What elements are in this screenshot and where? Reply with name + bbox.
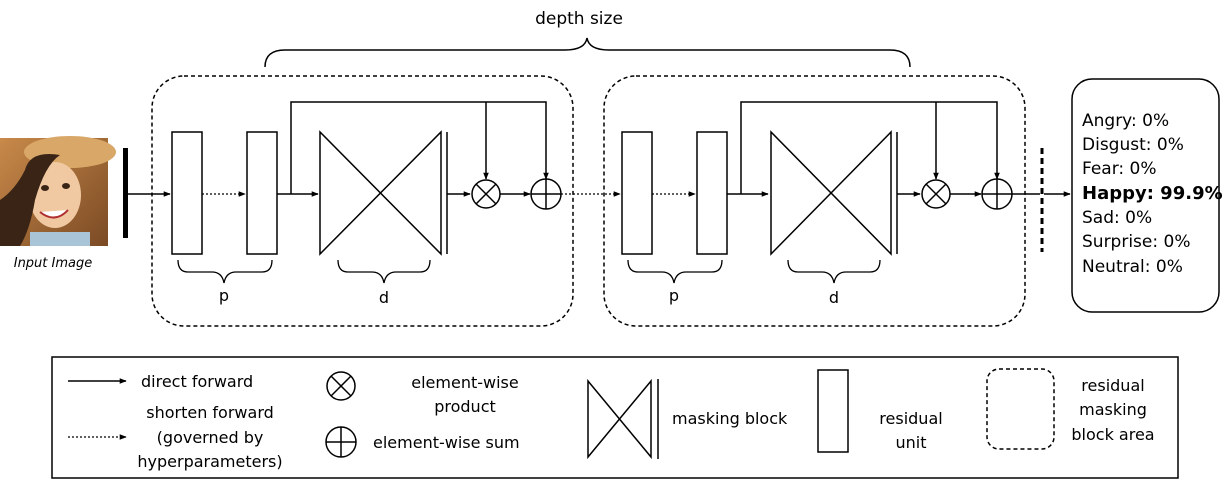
legend-masking-block-label: masking block: [672, 409, 788, 428]
result-sad: Sad: 0%: [1082, 208, 1152, 228]
masking-block: [319, 130, 448, 256]
depth-size-label: depth size: [535, 9, 623, 29]
legend-shorten-forward-line1: shorten forward: [146, 403, 274, 422]
residual-unit: [246, 131, 278, 255]
brace-label-d: d: [829, 288, 839, 307]
legend-residual-area-line1: residual: [1081, 376, 1144, 395]
brace-label-p: p: [669, 286, 679, 305]
residual-unit: [171, 131, 203, 255]
legend-residual-area-line2: masking: [1079, 400, 1147, 419]
legend-residual-area-icon: [986, 368, 1055, 450]
brace: [787, 259, 881, 284]
legend-masking-block-icon: [587, 378, 659, 460]
skip-connection: [740, 101, 1000, 194]
skip-connection: [290, 101, 549, 194]
legend-direct-forward-label: direct forward: [141, 372, 253, 391]
legend-residual-unit-line2: unit: [896, 433, 927, 452]
element-wise-sum-icon: [981, 178, 1013, 210]
input-bar: [123, 148, 128, 238]
legend-sum-label: element-wise sum: [373, 433, 520, 452]
result-neutral: Neutral: 0%: [1082, 257, 1183, 277]
element-wise-product-icon: [471, 179, 501, 209]
legend-product-icon: [326, 371, 356, 401]
result-happy: Happy: 99.9%: [1082, 183, 1223, 204]
brace: [177, 259, 273, 284]
legend-shorten-forward-line2: (governed by: [157, 428, 264, 447]
legend-sum-icon: [325, 426, 357, 458]
input-image: [0, 136, 116, 246]
result-disgust: Disgust: 0%: [1082, 135, 1184, 155]
legend-box: [51, 356, 1179, 479]
result-surprise: Surprise: 0%: [1082, 232, 1190, 252]
result-fear: Fear: 0%: [1082, 159, 1157, 179]
results-box: [1071, 78, 1220, 313]
element-wise-sum-icon: [530, 178, 562, 210]
brace-label-d: d: [379, 288, 389, 307]
residual-masking-block-area-2: [603, 75, 1026, 327]
legend-product-line2: product: [434, 397, 496, 416]
legend-shorten-forward-line3: hyperparameters): [137, 452, 282, 471]
residual-masking-block-area-1: [151, 75, 574, 327]
residual-unit: [621, 131, 653, 255]
brace: [627, 259, 723, 284]
legend-residual-unit-icon: [817, 369, 849, 453]
result-angry: Angry: 0%: [1082, 111, 1169, 131]
input-image-label: Input Image: [14, 256, 93, 271]
brace: [337, 259, 431, 284]
residual-unit: [696, 131, 728, 255]
masking-block: [770, 130, 898, 256]
depth-brace: [264, 37, 911, 68]
legend-product-line1: element-wise: [411, 373, 518, 392]
brace-label-p: p: [219, 286, 229, 305]
element-wise-product-icon: [921, 179, 951, 209]
legend-residual-area-line3: block area: [1071, 425, 1154, 444]
legend-residual-unit-line1: residual: [879, 409, 942, 428]
